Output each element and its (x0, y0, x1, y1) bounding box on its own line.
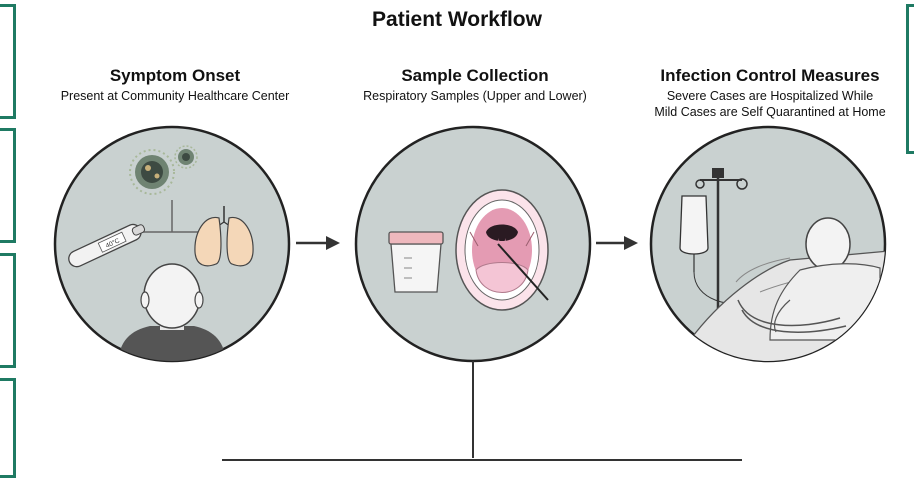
step-3-subtitle-line-2: Mild Cases are Self Quarantined at Home (654, 105, 886, 119)
edge-panel-right (906, 4, 914, 154)
sample-collection-circle (354, 125, 592, 363)
swab-icon (497, 243, 549, 301)
virus-small-icon (174, 145, 198, 169)
edge-panel-left-1 (0, 4, 16, 119)
edge-panel-left-3 (0, 253, 16, 368)
step-3-subtitle-line-1: Severe Cases are Hospitalized While (666, 89, 874, 103)
arrow-1-icon (296, 236, 340, 250)
step-1-title: Symptom Onset (109, 66, 241, 85)
step-2-title: Sample Collection (401, 66, 549, 85)
step-1-subtitle: Present at Community Healthcare Center (60, 89, 290, 103)
workflow-illustration: 40°C (53, 125, 887, 461)
symptom-onset-circle: 40°C (53, 125, 291, 363)
step-3-title: Infection Control Measures (660, 66, 880, 85)
branch-connector (222, 361, 742, 461)
virus-icon (129, 149, 175, 195)
patient-head-icon (118, 263, 226, 361)
open-mouth-icon (455, 189, 549, 311)
infection-control-circle (649, 125, 887, 363)
step-2-subtitle: Respiratory Samples (Upper and Lower) (363, 89, 587, 103)
thermometer-icon: 40°C (68, 223, 146, 268)
bed-rail-icon (737, 299, 847, 333)
specimen-cup-icon (388, 231, 444, 293)
iv-bag-icon (679, 195, 761, 305)
arrow-2-icon (596, 236, 638, 250)
edge-panel-left-2 (0, 128, 16, 243)
patient-lying-icon (769, 217, 881, 341)
diagram-title: Patient Workflow (372, 8, 542, 31)
lungs-icon (194, 206, 254, 267)
